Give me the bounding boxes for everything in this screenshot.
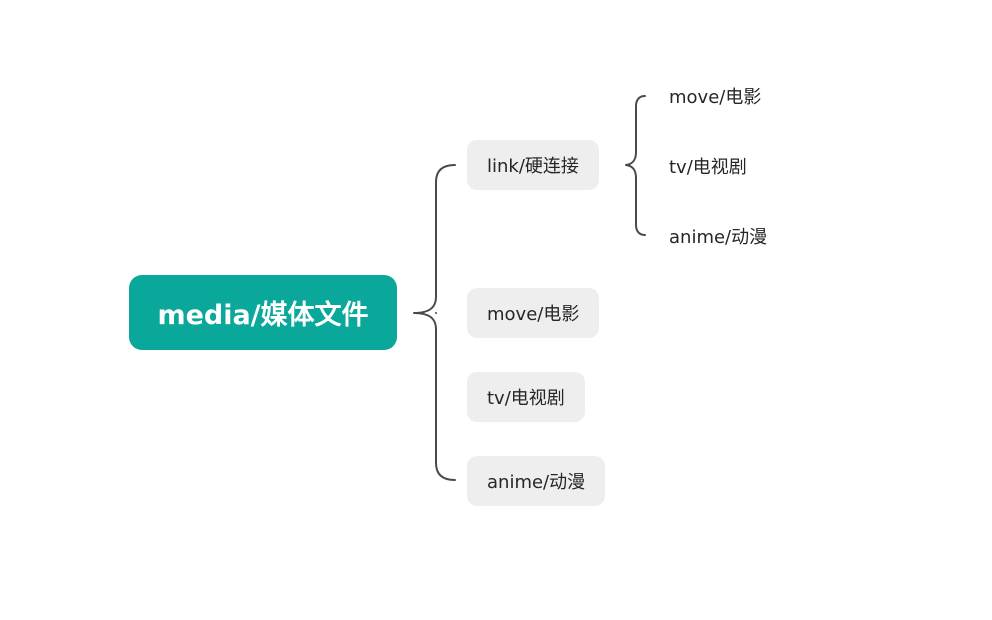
branch-node-link[interactable]: link/硬连接: [467, 140, 599, 190]
link-children-bracket: [625, 95, 646, 236]
branch-node-tv[interactable]: tv/电视剧: [467, 372, 585, 422]
branch-node-move[interactable]: move/电影: [467, 288, 600, 338]
root-branch-bracket: [413, 164, 456, 481]
leaf-node-move[interactable]: move/电影: [669, 87, 762, 108]
leaf-node-tv[interactable]: tv/电视剧: [669, 157, 747, 178]
root-node[interactable]: media/媒体文件: [129, 275, 397, 350]
branch-node-anime[interactable]: anime/动漫: [467, 456, 606, 506]
leaf-node-anime[interactable]: anime/动漫: [669, 227, 768, 248]
